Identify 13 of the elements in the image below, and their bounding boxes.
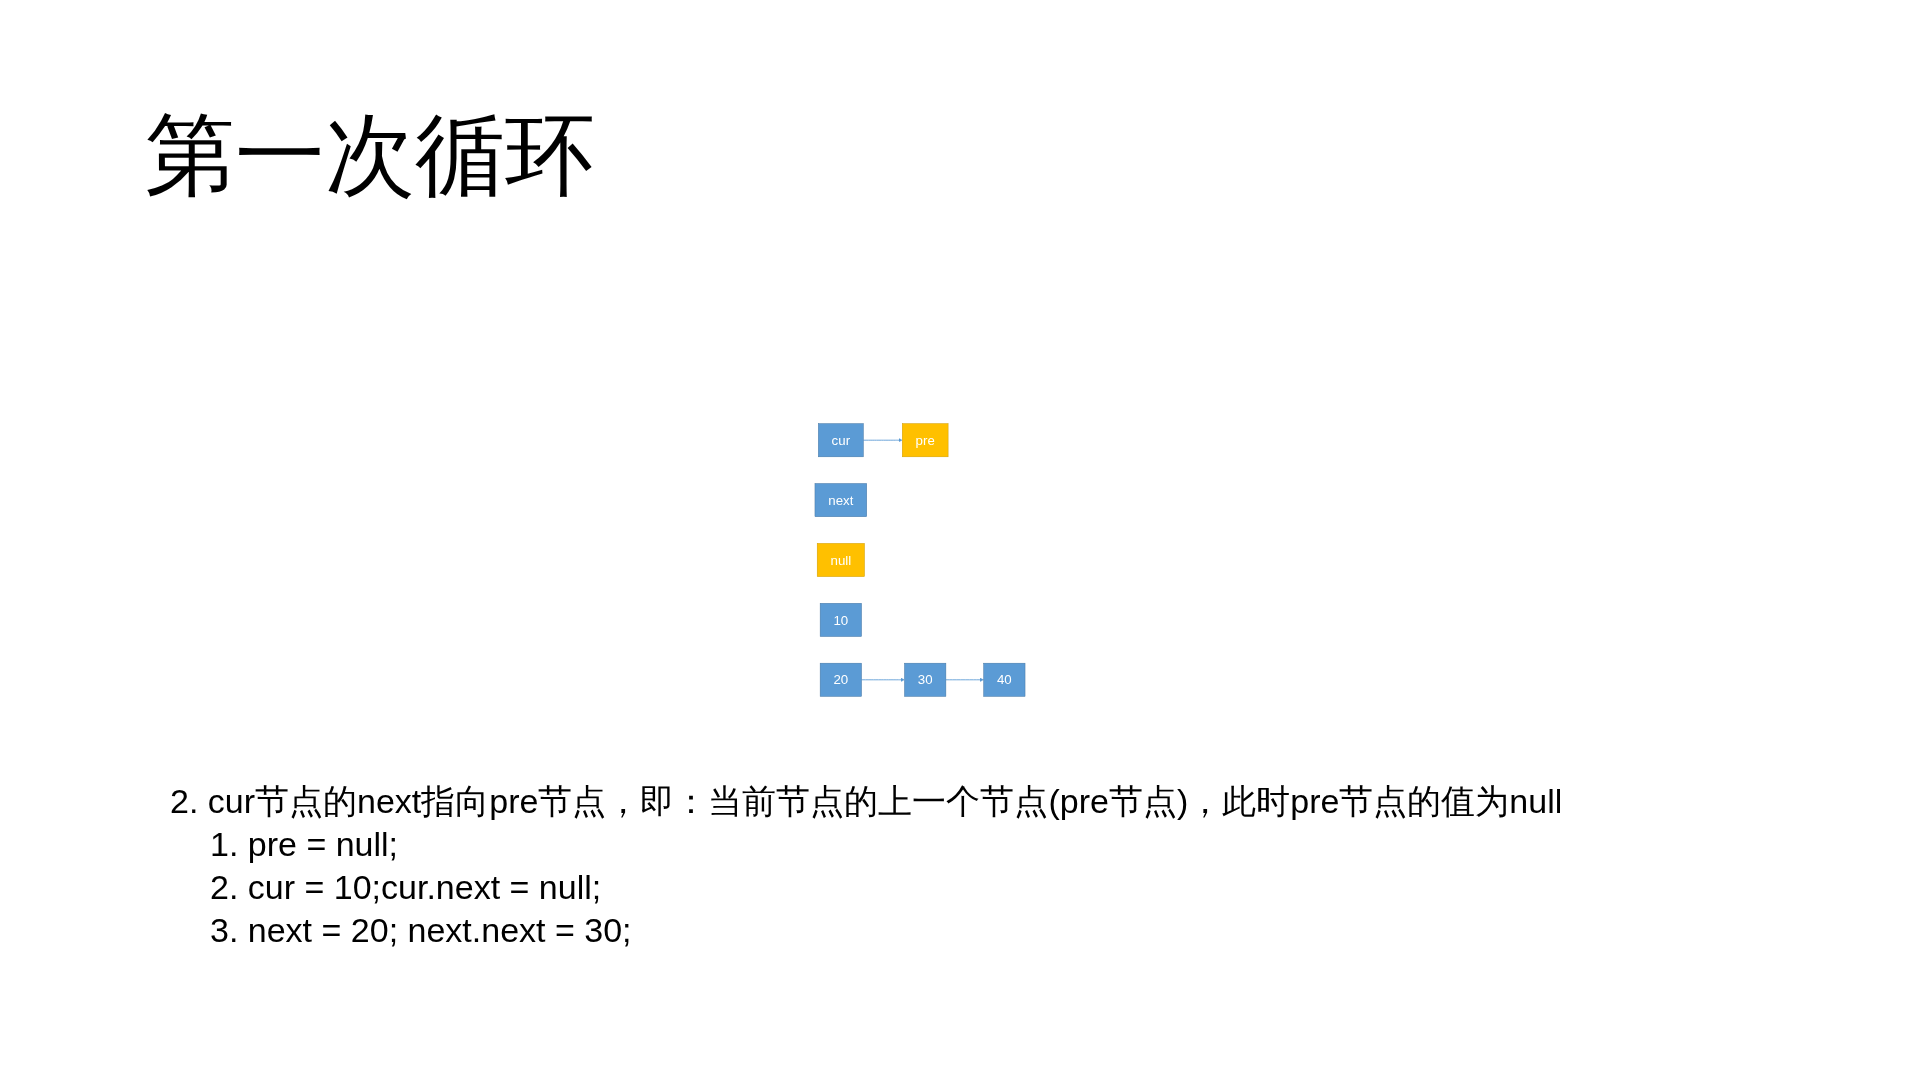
note-text: 2. cur节点的next指向pre节点，即：当前节点的上一个节点(pre节点)，此时pre节点的值为null [170,781,1563,822]
node-box: 40 [983,662,1026,697]
node-box: next [814,483,867,517]
node-box: pre [902,423,949,458]
node-box: 10 [819,603,862,637]
node-box: 30 [904,662,947,697]
code-line: 2. cur = 10;cur.next = null; [209,867,603,908]
code-line: 3. next = 20; next.next = 30; [209,910,633,951]
node-box: 20 [819,662,862,697]
slide-title: 第一次循环 [145,101,595,209]
node-box: cur [818,423,864,458]
code-line: 1. pre = null; [209,824,400,865]
node-box: null [816,543,865,577]
